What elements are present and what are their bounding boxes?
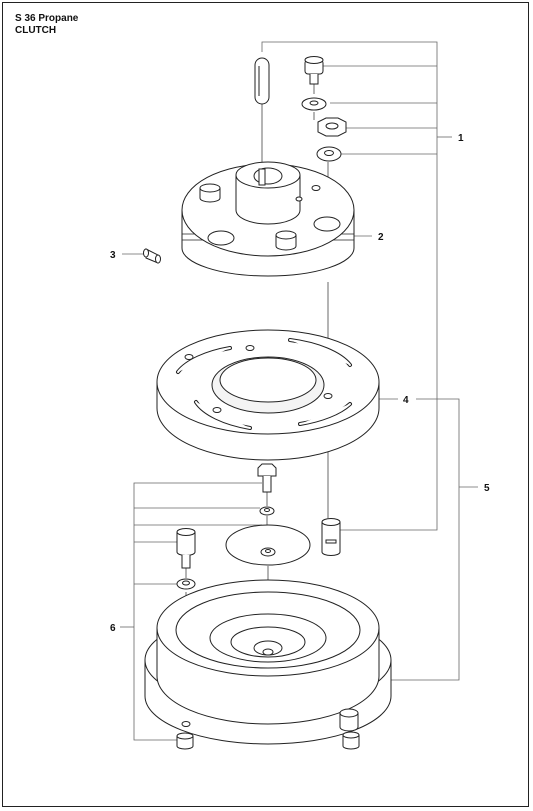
clutch-drum — [144, 579, 392, 750]
callout-1: 1 — [458, 133, 464, 144]
leader-lines — [120, 41, 478, 741]
top-bolt — [304, 56, 324, 85]
lock-washer — [316, 146, 342, 162]
callout-5: 5 — [484, 483, 490, 494]
hex-nut — [317, 117, 347, 137]
top-washer — [301, 97, 327, 111]
callout-3: 3 — [110, 250, 116, 261]
page-title: S 36 Propane — [15, 13, 79, 24]
right-bolt — [321, 518, 341, 556]
callout-6: 6 — [110, 623, 116, 634]
spring-plate — [225, 524, 311, 566]
left-bolt — [176, 528, 196, 569]
callout-4: 4 — [403, 395, 409, 406]
middle-bolt — [257, 463, 277, 493]
callout-2: 2 — [378, 232, 384, 243]
left-washer — [176, 578, 196, 590]
key-pin — [254, 57, 270, 105]
clutch-plate — [156, 329, 380, 461]
middle-washer — [259, 506, 275, 516]
page-subtitle: CLUTCH — [15, 25, 57, 36]
clutch-hub — [181, 161, 355, 277]
set-screw — [143, 248, 161, 264]
